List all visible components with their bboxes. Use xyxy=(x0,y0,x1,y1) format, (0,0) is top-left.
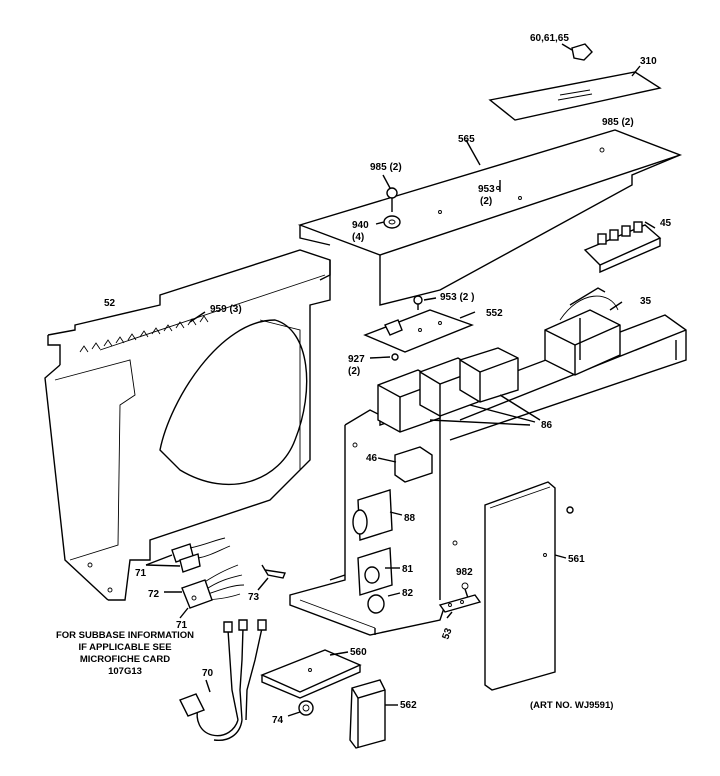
label-72: 72 xyxy=(148,589,160,600)
bracket-562 xyxy=(349,679,398,749)
cover-panel-561 xyxy=(484,481,567,691)
label-565: 565 xyxy=(458,134,475,145)
label-940-qty: (4) xyxy=(352,232,364,243)
label-959: 959 (3) xyxy=(210,304,242,315)
bracket-53 xyxy=(438,594,482,619)
transformer-35 xyxy=(544,287,623,376)
knob-part xyxy=(561,43,593,61)
cover-560 xyxy=(260,649,362,699)
label-985-right: 985 (2) xyxy=(602,117,634,128)
label-74: 74 xyxy=(272,715,284,726)
label-561: 561 xyxy=(568,554,585,565)
label-927-qty: (2) xyxy=(348,366,360,377)
connector-72 xyxy=(164,579,213,619)
label-46: 46 xyxy=(366,453,378,464)
back-panel-52 xyxy=(44,249,331,601)
note-line-1: FOR SUBBASE INFORMATION xyxy=(56,630,194,641)
screw-953-bracket xyxy=(413,295,437,310)
label-52: 52 xyxy=(104,298,116,309)
control-panel-310 xyxy=(488,65,662,121)
knob-74 xyxy=(287,700,314,717)
label-552: 552 xyxy=(486,308,503,319)
art-number: (ART NO. WJ9591) xyxy=(530,700,613,711)
clip-73 xyxy=(257,564,286,591)
label-60-61-65: 60,61,65 xyxy=(530,33,569,44)
label-35: 35 xyxy=(640,296,652,307)
relay-86-c xyxy=(459,347,519,403)
label-71-upper: 71 xyxy=(135,568,147,579)
switch-88 xyxy=(352,489,403,541)
label-71-lower: 71 xyxy=(176,620,188,631)
bracket-552 xyxy=(363,309,476,353)
label-88: 88 xyxy=(404,513,416,524)
label-82: 82 xyxy=(402,588,414,599)
label-985-left: 985 (2) xyxy=(370,162,402,173)
label-73: 73 xyxy=(248,592,260,603)
screw-small xyxy=(452,506,574,546)
relay-86-leaders xyxy=(429,394,541,426)
switch-81 xyxy=(357,547,400,596)
label-953-bracket: 953 (2 ) xyxy=(440,292,474,303)
label-940: 940 xyxy=(352,220,369,231)
power-cord-70 xyxy=(179,619,267,742)
screw-982 xyxy=(461,582,469,599)
label-70: 70 xyxy=(202,668,214,679)
switch-82 xyxy=(367,592,401,614)
label-953-top: 953 xyxy=(478,184,495,195)
label-982: 982 xyxy=(456,567,473,578)
label-81: 81 xyxy=(402,564,414,575)
label-560: 560 xyxy=(350,647,367,658)
terminal-block-45 xyxy=(583,221,662,274)
label-927: 927 xyxy=(348,354,365,365)
note-line-2: IF APPLICABLE SEE xyxy=(78,642,171,653)
note-line-4: 107G13 xyxy=(108,666,142,677)
label-953-top-qty: (2) xyxy=(480,196,492,207)
label-562: 562 xyxy=(400,700,417,711)
label-310: 310 xyxy=(640,56,657,67)
screw-927 xyxy=(369,353,399,361)
top-housing-565 xyxy=(297,129,683,306)
connector-71-upper xyxy=(145,537,231,573)
label-53: 53 xyxy=(440,626,454,641)
label-45: 45 xyxy=(660,218,672,229)
screw-985 xyxy=(382,174,398,212)
screw-row-959 xyxy=(79,311,209,353)
component-46 xyxy=(377,446,433,483)
washer-940 xyxy=(375,215,401,229)
label-86: 86 xyxy=(541,420,553,431)
note-line-3: MICROFICHE CARD xyxy=(80,654,170,665)
